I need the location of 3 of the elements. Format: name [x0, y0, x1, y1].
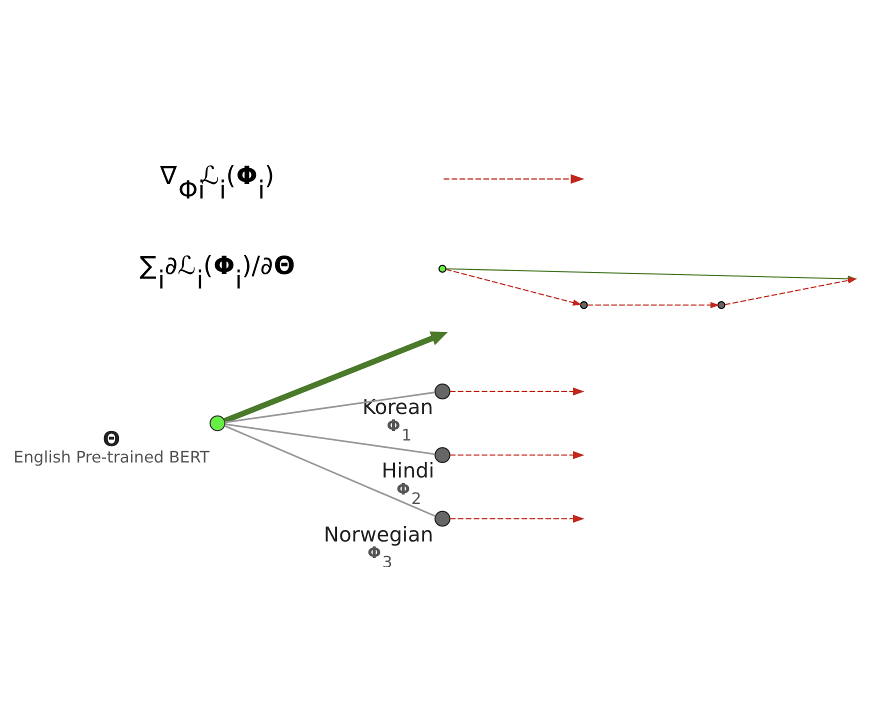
node-label: Hindi [382, 458, 434, 482]
node-label: Norwegian [324, 522, 434, 546]
node-label: Korean [362, 394, 434, 419]
